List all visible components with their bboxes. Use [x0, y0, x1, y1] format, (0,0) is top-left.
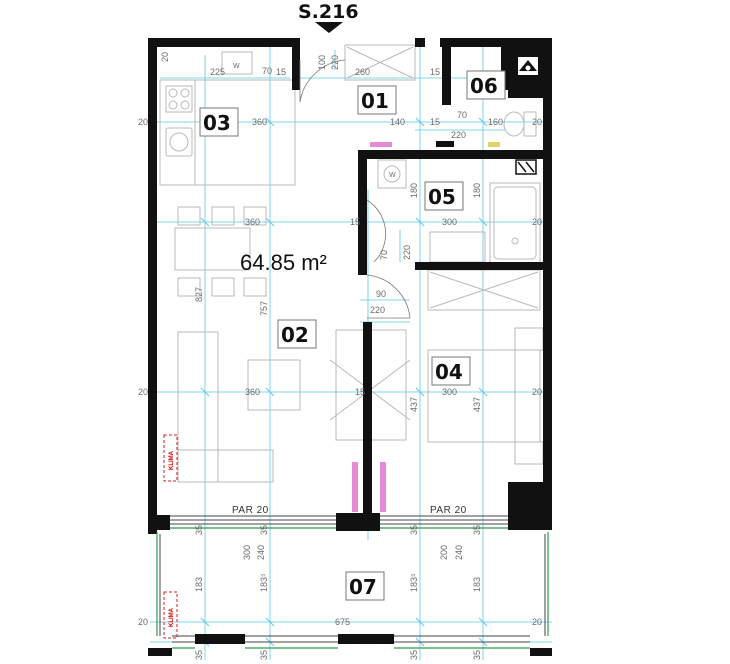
svg-text:20: 20 — [532, 117, 542, 127]
svg-text:35: 35 — [259, 650, 269, 660]
svg-text:15: 15 — [430, 117, 440, 127]
appliance-marks: W W — [233, 63, 396, 179]
svg-text:437: 437 — [472, 397, 482, 412]
furniture — [159, 44, 544, 483]
svg-text:100: 100 — [317, 55, 327, 70]
dimension-grid — [150, 45, 552, 660]
svg-text:220: 220 — [330, 55, 340, 70]
svg-text:W: W — [233, 63, 240, 70]
svg-text:35: 35 — [194, 650, 204, 660]
klima-label: KLIMA — [169, 607, 175, 627]
svg-text:15: 15 — [355, 387, 365, 397]
svg-text:183⁵: 183⁵ — [409, 573, 419, 592]
svg-text:03: 03 — [203, 111, 231, 135]
svg-text:35: 35 — [409, 525, 419, 535]
floor-label-left: PAR 20 — [232, 505, 269, 516]
doors — [299, 59, 411, 319]
svg-text:35: 35 — [409, 650, 419, 660]
svg-text:240: 240 — [256, 545, 266, 560]
svg-text:20: 20 — [532, 217, 542, 227]
area-unit: m² — [301, 250, 327, 275]
svg-text:200: 200 — [439, 545, 449, 560]
svg-text:06: 06 — [470, 74, 498, 98]
svg-text:20: 20 — [138, 117, 148, 127]
svg-text:15: 15 — [350, 217, 360, 227]
svg-text:183: 183 — [472, 577, 482, 592]
room-labels: 01 02 03 04 05 06 07 — [199, 70, 506, 601]
svg-text:225: 225 — [210, 67, 225, 77]
svg-text:W: W — [389, 172, 396, 179]
room-07: 07 — [345, 571, 385, 601]
svg-text:64.85 m²: 64.85 m² — [240, 250, 327, 275]
svg-text:07: 07 — [349, 575, 377, 599]
svg-text:04: 04 — [435, 360, 463, 384]
svg-text:437: 437 — [409, 397, 419, 412]
exhaust-icon — [518, 57, 538, 75]
svg-text:300: 300 — [442, 387, 457, 397]
svg-text:183: 183 — [194, 577, 204, 592]
svg-text:70: 70 — [379, 250, 389, 260]
unit-area: 64.85 m² — [240, 250, 327, 275]
svg-text:15: 15 — [276, 67, 286, 77]
svg-text:02: 02 — [281, 323, 309, 347]
svg-text:360: 360 — [245, 387, 260, 397]
room-03: 03 — [199, 107, 239, 137]
room-05: 05 — [424, 181, 464, 211]
svg-text:01: 01 — [361, 89, 389, 113]
dimension-labels-vertical: 20 100 220 827 757 70 220 180 180 437 43… — [160, 52, 482, 660]
klima-unit-living: KLIMA — [163, 434, 178, 482]
svg-text:220: 220 — [451, 130, 466, 140]
svg-text:20: 20 — [532, 387, 542, 397]
svg-text:260: 260 — [355, 67, 370, 77]
room-04: 04 — [431, 356, 471, 386]
svg-text:90: 90 — [376, 289, 386, 299]
svg-text:300: 300 — [242, 545, 252, 560]
area-value: 64.85 — [240, 250, 295, 275]
walls — [148, 38, 552, 656]
svg-text:70: 70 — [262, 66, 272, 76]
svg-text:220: 220 — [370, 305, 385, 315]
svg-text:360: 360 — [245, 217, 260, 227]
svg-text:35: 35 — [259, 525, 269, 535]
pink-markers — [352, 142, 500, 512]
svg-text:180: 180 — [472, 183, 482, 198]
svg-text:160: 160 — [488, 117, 503, 127]
room-06: 06 — [466, 70, 506, 100]
svg-text:220: 220 — [402, 245, 412, 260]
svg-text:15: 15 — [430, 67, 440, 77]
dimension-ticks — [200, 117, 488, 647]
shower-drain-icon — [515, 159, 537, 175]
svg-text:757: 757 — [259, 301, 269, 316]
dimension-labels: 225 70 15 260 15 20 360 140 15 160 20 70… — [138, 66, 542, 627]
svg-text:183⁵: 183⁵ — [259, 573, 269, 592]
svg-text:70: 70 — [457, 110, 467, 120]
klima-unit-balcony: KLIMA — [163, 591, 178, 639]
unit-title: S.216 — [298, 1, 359, 33]
unit-number: S.216 — [298, 1, 359, 23]
svg-text:20: 20 — [138, 387, 148, 397]
svg-text:20: 20 — [160, 52, 170, 62]
floor-label-right: PAR 20 — [430, 505, 467, 516]
svg-text:140: 140 — [390, 117, 405, 127]
svg-text:180: 180 — [409, 183, 419, 198]
svg-text:827: 827 — [194, 287, 204, 302]
svg-text:35: 35 — [194, 525, 204, 535]
window-glazing — [156, 527, 549, 649]
room-02: 02 — [277, 319, 317, 349]
svg-text:240: 240 — [454, 545, 464, 560]
svg-text:360: 360 — [252, 117, 267, 127]
svg-text:20: 20 — [138, 617, 148, 627]
svg-text:20: 20 — [532, 617, 542, 627]
klima-label: KLIMA — [169, 450, 175, 470]
windows — [159, 515, 546, 643]
svg-text:300: 300 — [442, 217, 457, 227]
svg-text:05: 05 — [428, 185, 456, 209]
room-01: 01 — [357, 85, 397, 115]
svg-text:35: 35 — [472, 525, 482, 535]
svg-text:675: 675 — [335, 617, 350, 627]
svg-text:35: 35 — [472, 650, 482, 660]
